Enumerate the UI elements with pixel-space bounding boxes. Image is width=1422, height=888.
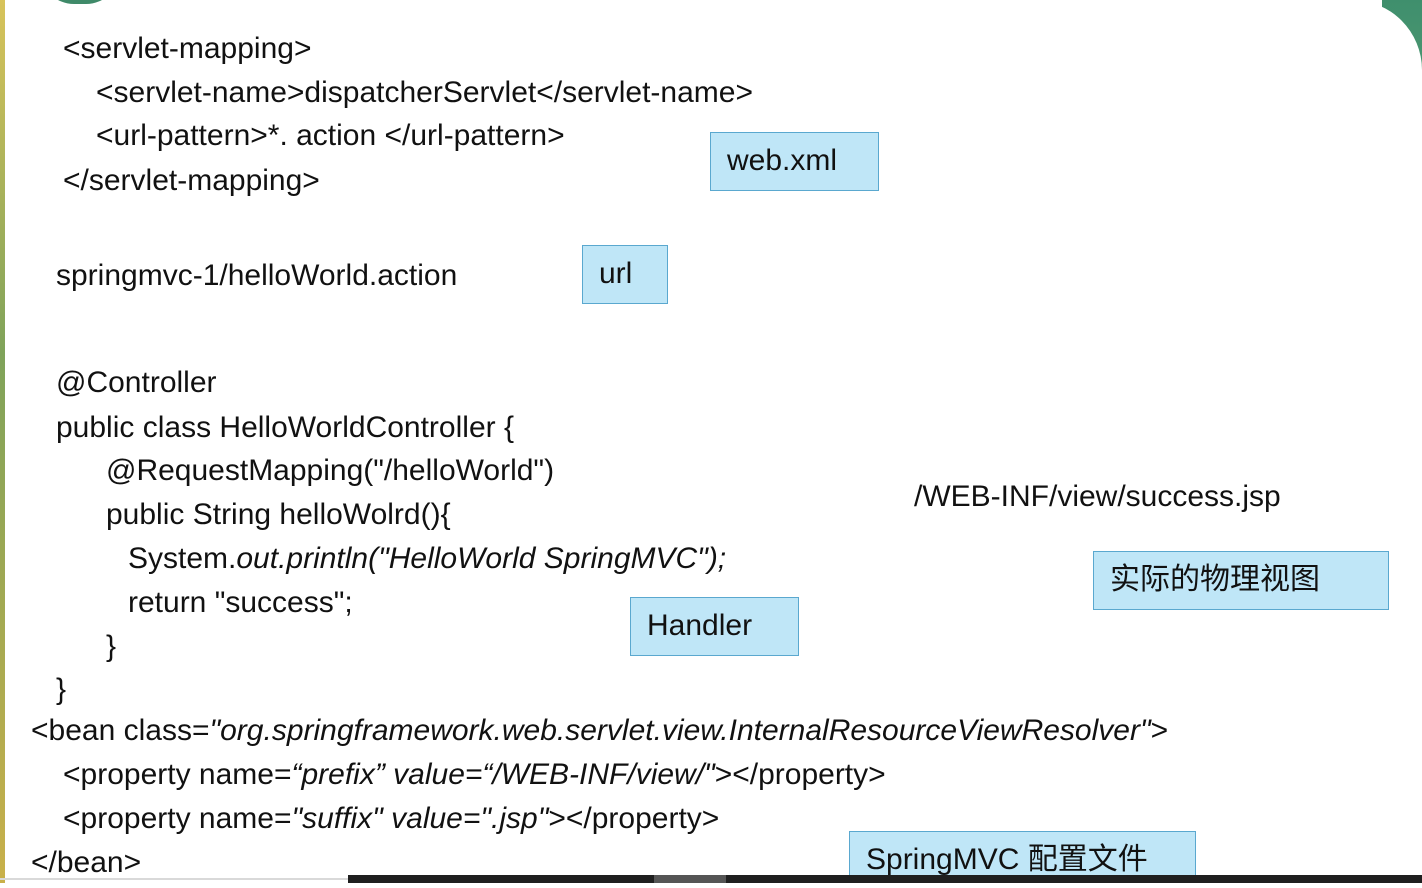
code-text: ></property> (548, 802, 720, 835)
bottom-divider (0, 878, 348, 880)
code-text: <bean class= (31, 714, 210, 747)
view-path-text: /WEB-INF/view/success.jsp (914, 480, 1281, 513)
code-line: <bean class="org.springframework.web.ser… (31, 713, 1168, 749)
slide-content-area-corner (1352, 0, 1422, 883)
code-line: </bean> (31, 846, 142, 879)
code-line: <url-pattern>*. action </url-pattern> (96, 119, 565, 152)
code-line: <servlet-name>dispatcherServlet</servlet… (96, 76, 753, 109)
code-line: @RequestMapping("/helloWorld") (106, 454, 555, 487)
code-line: } (56, 673, 67, 706)
config-file-label: SpringMVC 配置文件 (849, 831, 1196, 883)
code-line: <property name="suffix" value=".jsp"></p… (63, 801, 719, 837)
code-text: ></property> (714, 758, 886, 791)
code-text: <property name= (63, 802, 292, 835)
code-line: System.out.println("HelloWorld SpringMVC… (128, 541, 726, 577)
code-text: System. (128, 542, 237, 575)
code-text-italic: out.println("HelloWorld SpringMVC"); (236, 542, 727, 575)
url-label: url (582, 245, 668, 304)
physical-view-label: 实际的物理视图 (1093, 551, 1389, 610)
code-text: > (1150, 714, 1169, 747)
bottom-bar (348, 875, 1422, 883)
code-line: <property name=“prefix” value=“/WEB-INF/… (63, 757, 886, 793)
code-line: } (106, 630, 117, 663)
code-text: <property name= (63, 758, 292, 791)
code-line: public String helloWolrd(){ (106, 498, 451, 531)
web-xml-label: web.xml (710, 132, 879, 191)
code-line: </servlet-mapping> (63, 164, 320, 197)
bottom-bar-segment (654, 875, 726, 883)
code-text-italic: “prefix” value=“/WEB-INF/view/" (291, 758, 715, 791)
code-text-italic: "suffix" value=".jsp" (291, 802, 549, 835)
code-line: <servlet-mapping> (63, 32, 312, 65)
code-text-italic: "org.springframework.web.servlet.view.In… (209, 714, 1151, 747)
code-line: public class HelloWorldController { (56, 411, 514, 444)
handler-label: Handler (630, 597, 799, 656)
slide-top-decoration (40, 0, 120, 4)
code-line: @Controller (56, 366, 217, 399)
code-line: return "success"; (128, 586, 353, 619)
url-text: springmvc-1/helloWorld.action (56, 259, 458, 292)
slide-frame-left (0, 0, 5, 883)
